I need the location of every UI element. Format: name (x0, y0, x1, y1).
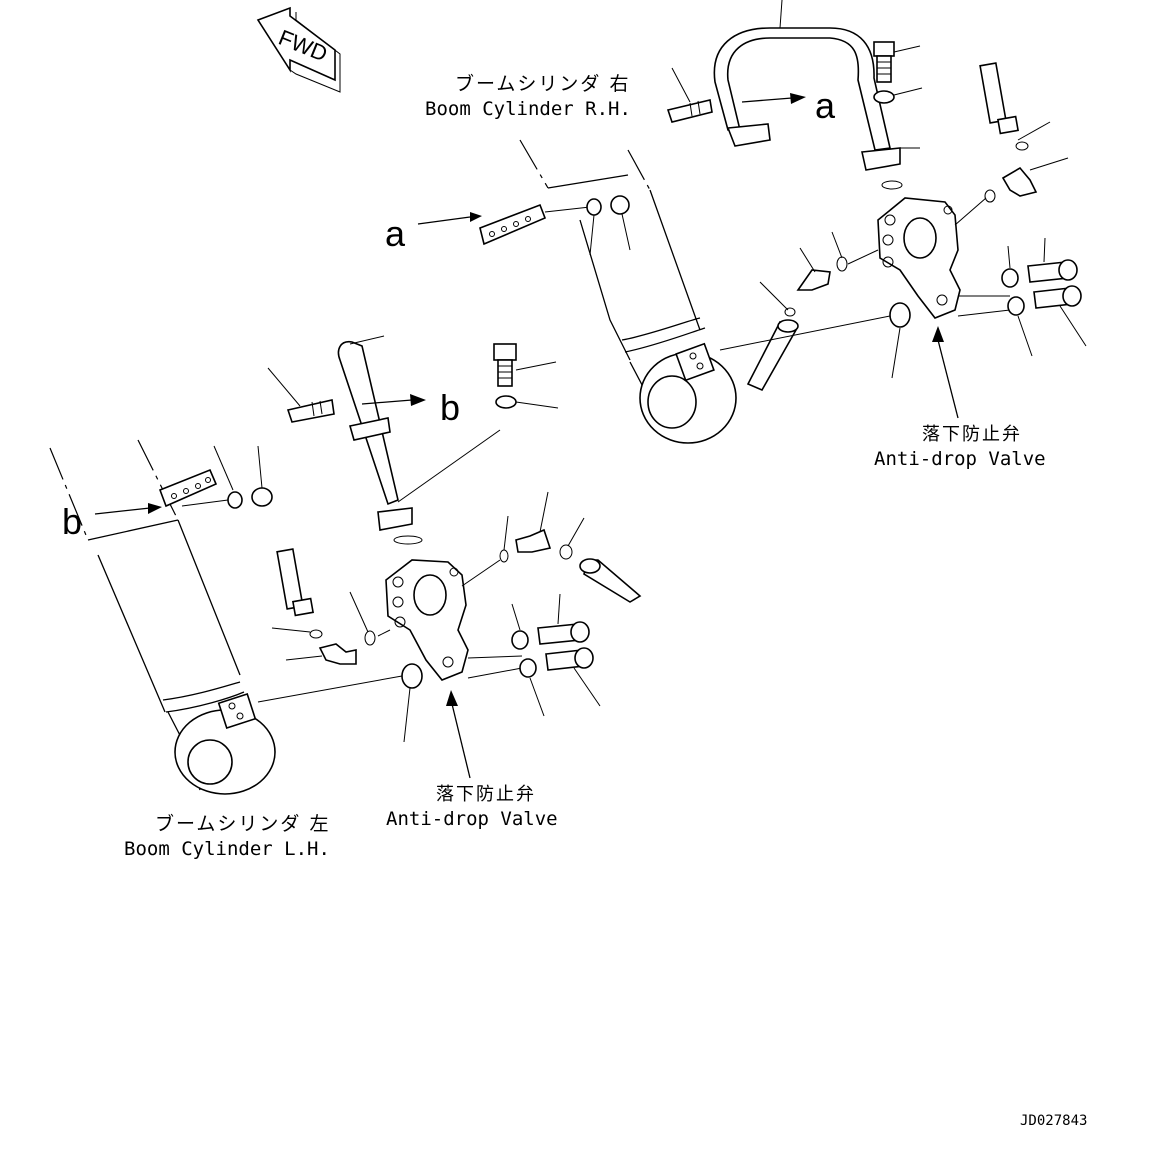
bolt-lh-top (493, 343, 559, 409)
bracket-a (479, 195, 631, 256)
drawing-id: JD027843 (1020, 1113, 1087, 1129)
rh-cylinder-label-en: Boom Cylinder R.H. (425, 98, 631, 120)
callout-a-left: a (385, 213, 406, 254)
hose-fitting-lh-top (267, 367, 335, 423)
boom-cylinder-rh (519, 139, 737, 444)
bracket-b (158, 445, 273, 509)
callout-b-left: b (62, 501, 82, 542)
lh-valve-label-jp: 落下防止弁 (436, 784, 536, 805)
pipe-rh: a (713, 0, 920, 190)
callout-b-mid: b (440, 387, 460, 428)
fwd-arrow-icon: FWD (256, 6, 341, 93)
rh-cylinder-label-jp: ブームシリンダ 右 (455, 72, 630, 95)
bolts-rh-lower (1001, 237, 1087, 357)
fitting-rh-side (719, 62, 1069, 392)
fittings-lh (257, 491, 642, 743)
anti-drop-valve-rh (877, 197, 961, 319)
boom-cylinder-lh (49, 439, 276, 795)
callout-a-top: a (815, 85, 836, 126)
bolt-rh-top (873, 41, 923, 104)
lh-valve-label-en: Anti-drop Valve (386, 808, 558, 830)
pipe-lh: b (337, 335, 501, 545)
hose-fitting-rh-top (666, 67, 713, 123)
lh-cylinder-label-jp: ブームシリンダ 左 (155, 812, 330, 835)
bolts-lh-lower (511, 593, 601, 717)
rh-valve-label-en: Anti-drop Valve (874, 448, 1046, 470)
rh-valve-label-jp: 落下防止弁 (922, 424, 1022, 445)
lh-cylinder-label-en: Boom Cylinder L.H. (124, 838, 330, 860)
anti-drop-valve-lh (385, 559, 469, 681)
